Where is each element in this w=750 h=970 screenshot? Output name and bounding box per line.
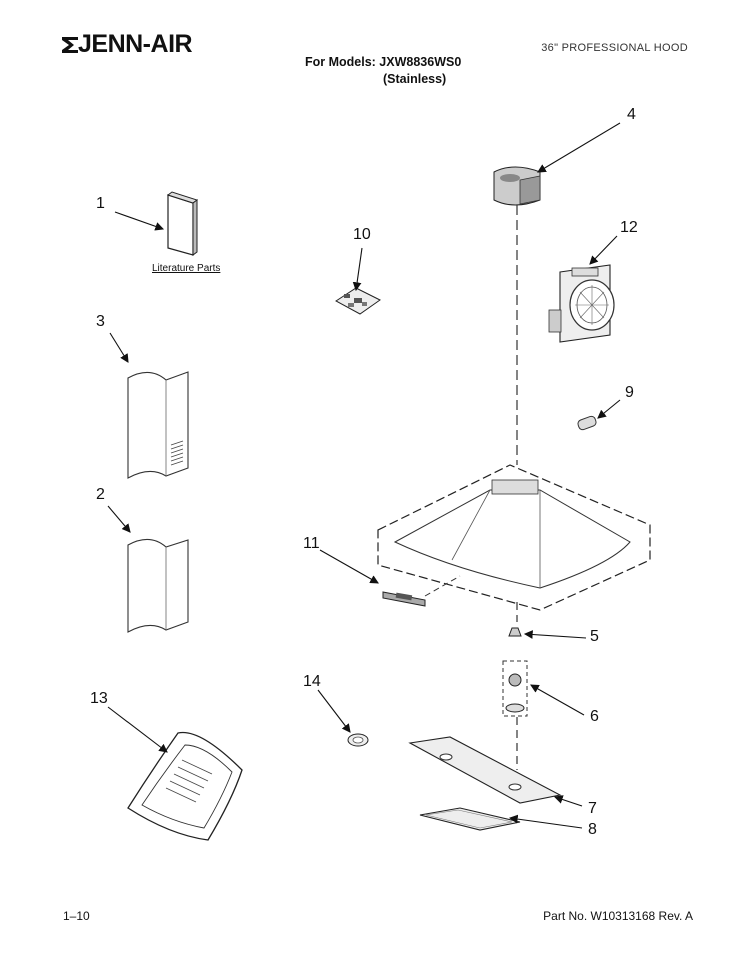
part-14-grommet	[347, 733, 369, 747]
callout-10: 10	[353, 226, 371, 243]
part-8-grease-filter	[419, 807, 521, 831]
callout-7: 7	[588, 800, 597, 817]
jenn-air-logo-mark	[62, 37, 78, 53]
callout-8: 8	[588, 821, 597, 838]
callout-11: 11	[303, 535, 320, 552]
part-6-light-socket-assembly	[502, 660, 528, 717]
literature-parts-label: Literature Parts	[152, 263, 221, 274]
part-1-literature-booklet	[166, 191, 199, 256]
part-9-capacitor	[577, 415, 597, 431]
finish-line: (Stainless)	[383, 72, 447, 86]
callout-14: 14	[303, 673, 321, 690]
callout-4: 4	[627, 106, 636, 123]
callout-5: 5	[590, 628, 599, 645]
callout-2: 2	[96, 486, 105, 503]
callout-6: 6	[590, 708, 599, 725]
part-2-lower-chimney-cover	[127, 538, 189, 633]
part-11-control-switch	[382, 575, 461, 607]
product-title: 36" PROFESSIONAL HOOD	[541, 42, 688, 54]
part-number: Part No. W10313168 Rev. A	[543, 909, 693, 923]
brand-logo-text: JENN-AIR	[78, 30, 193, 58]
part-10-control-board	[335, 287, 381, 315]
hood-canopy	[377, 464, 651, 611]
part-13-installation-template	[127, 731, 243, 841]
part-3-upper-chimney-cover	[127, 371, 189, 479]
models-line: For Models: JXW8836WS0	[305, 55, 462, 69]
callout-leaders	[107, 122, 621, 829]
part-5-halogen-bulb	[508, 627, 522, 637]
page-number: 1–10	[63, 909, 90, 923]
part-7-bottom-panel	[408, 736, 562, 804]
part-4-blower-housing	[493, 166, 541, 206]
callout-12: 12	[620, 219, 638, 236]
part-12-blower-fan	[548, 264, 615, 343]
callout-13: 13	[90, 690, 108, 707]
callout-1: 1	[96, 195, 105, 212]
callout-3: 3	[96, 313, 105, 330]
callout-9: 9	[625, 384, 634, 401]
